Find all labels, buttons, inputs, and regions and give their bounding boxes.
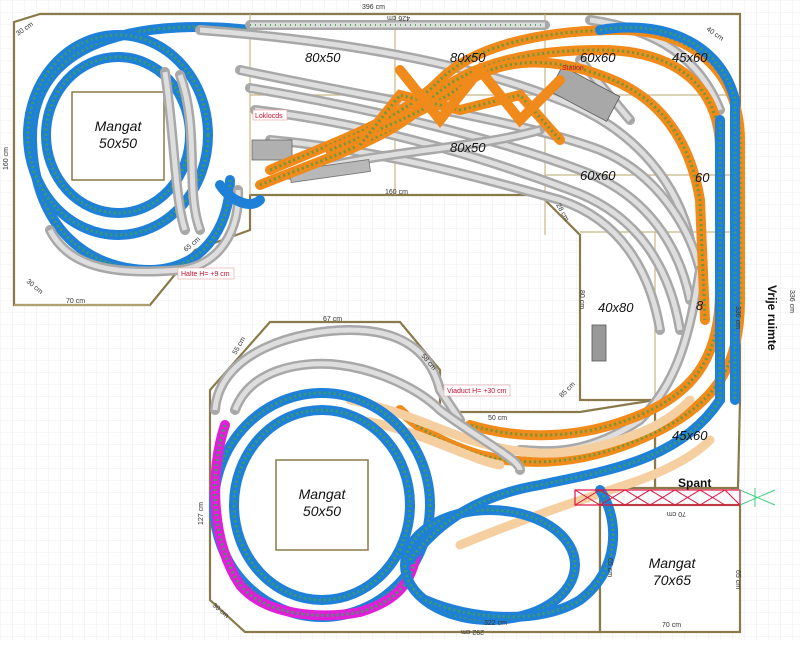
loco-shed <box>251 139 293 161</box>
measure-top-width: 396 cm <box>362 4 385 11</box>
loco-shed-label: Loklocds <box>255 113 283 120</box>
station-label: Station <box>562 65 584 72</box>
measure-depth-80: 80 cm <box>578 290 585 309</box>
building-40x80 <box>591 324 607 362</box>
measure-right-336b: 336 cm <box>788 290 795 313</box>
measure-width-50: 50 cm <box>488 415 507 422</box>
free-space-label: Vrije ruimte <box>765 285 779 351</box>
module-label-6: 60x60 <box>580 168 616 183</box>
module-label-5: 80x50 <box>450 140 486 155</box>
measure-width-70: 70 cm <box>66 298 85 305</box>
spant-label: Spant <box>678 476 711 490</box>
hole-labels: Mangat 50x50 Mangat 50x50 Mangat 70x65 <box>95 118 697 588</box>
hole-label-2-line1: Mangat <box>299 486 347 502</box>
module-label-9: 8 <box>696 298 704 313</box>
hole-label-3-line1: Mangat <box>649 555 697 571</box>
measure-left-depth: 160 cm <box>3 147 10 170</box>
hole-label-1-line2: 50x50 <box>99 135 137 151</box>
halt-label: Halte H= +9 cm <box>181 271 230 278</box>
baseboard-corner <box>598 503 742 634</box>
measure-depth-65: 65 cm <box>606 558 613 577</box>
measure-width-67: 67 cm <box>323 316 342 323</box>
hole-frame-1 <box>71 91 165 181</box>
measure-depth-65b: 65 cm <box>734 570 741 589</box>
viaduct-label: Viaduct H= +30 cm <box>447 388 507 395</box>
measure-mid-width: 160 cm <box>385 189 408 196</box>
measure-bottom-70: 70 cm <box>662 622 681 629</box>
module-label-1: 80x50 <box>305 50 341 65</box>
hole-frame-2 <box>275 459 369 551</box>
module-labels: 80x50 80x50 60x60 45x60 80x50 60x60 60 4… <box>305 50 710 443</box>
measure-right-336: 336 cm <box>734 306 741 329</box>
measure-bottom-292: 292 cm <box>461 628 484 635</box>
measure-spant-70: 70 cm <box>667 510 686 517</box>
feature-labels: Station Loklocds Halte H= +9 cm Viaduct … <box>177 65 779 490</box>
module-label-8: 40x80 <box>598 300 634 315</box>
measure-top-inner: 426 cm <box>387 14 410 21</box>
module-label-7: 60 <box>695 170 710 185</box>
module-label-2: 80x50 <box>450 50 486 65</box>
lower-loop-tracks <box>209 22 740 625</box>
hole-label-3-line2: 70x65 <box>653 572 691 588</box>
spant-truss <box>574 488 776 507</box>
hole-label-1-line1: Mangat <box>95 118 143 134</box>
measure-bottom-322: 322 cm <box>484 620 507 627</box>
module-label-4: 45x60 <box>672 50 708 65</box>
hole-label-2-line2: 50x50 <box>303 503 341 519</box>
module-label-3: 60x60 <box>580 50 616 65</box>
module-label-10: 45x60 <box>672 428 708 443</box>
measure-left-127: 127 cm <box>198 502 205 525</box>
